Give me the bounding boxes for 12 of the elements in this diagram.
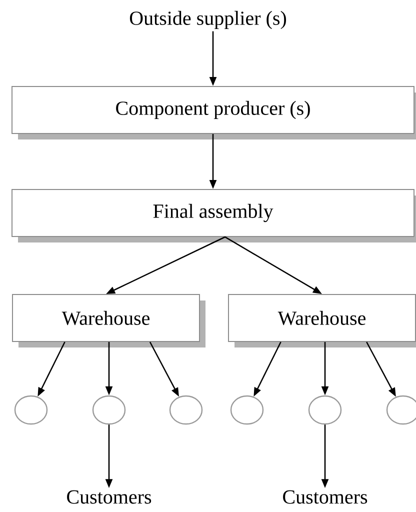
process-box: Final assembly — [12, 189, 416, 242]
circle-shape — [308, 395, 342, 425]
label-text: Outside supplier (s) — [130, 10, 286, 30]
circle-shape — [14, 395, 48, 425]
circle-shape — [230, 395, 264, 425]
process-box: Warehouse — [228, 294, 416, 348]
process-box: Component producer (s) — [12, 86, 416, 140]
label-text: Customers — [283, 490, 368, 504]
process-box: Warehouse — [12, 294, 206, 348]
label-text: Customers — [67, 490, 152, 504]
circle-shape — [92, 395, 126, 425]
circle-shape — [169, 395, 203, 425]
